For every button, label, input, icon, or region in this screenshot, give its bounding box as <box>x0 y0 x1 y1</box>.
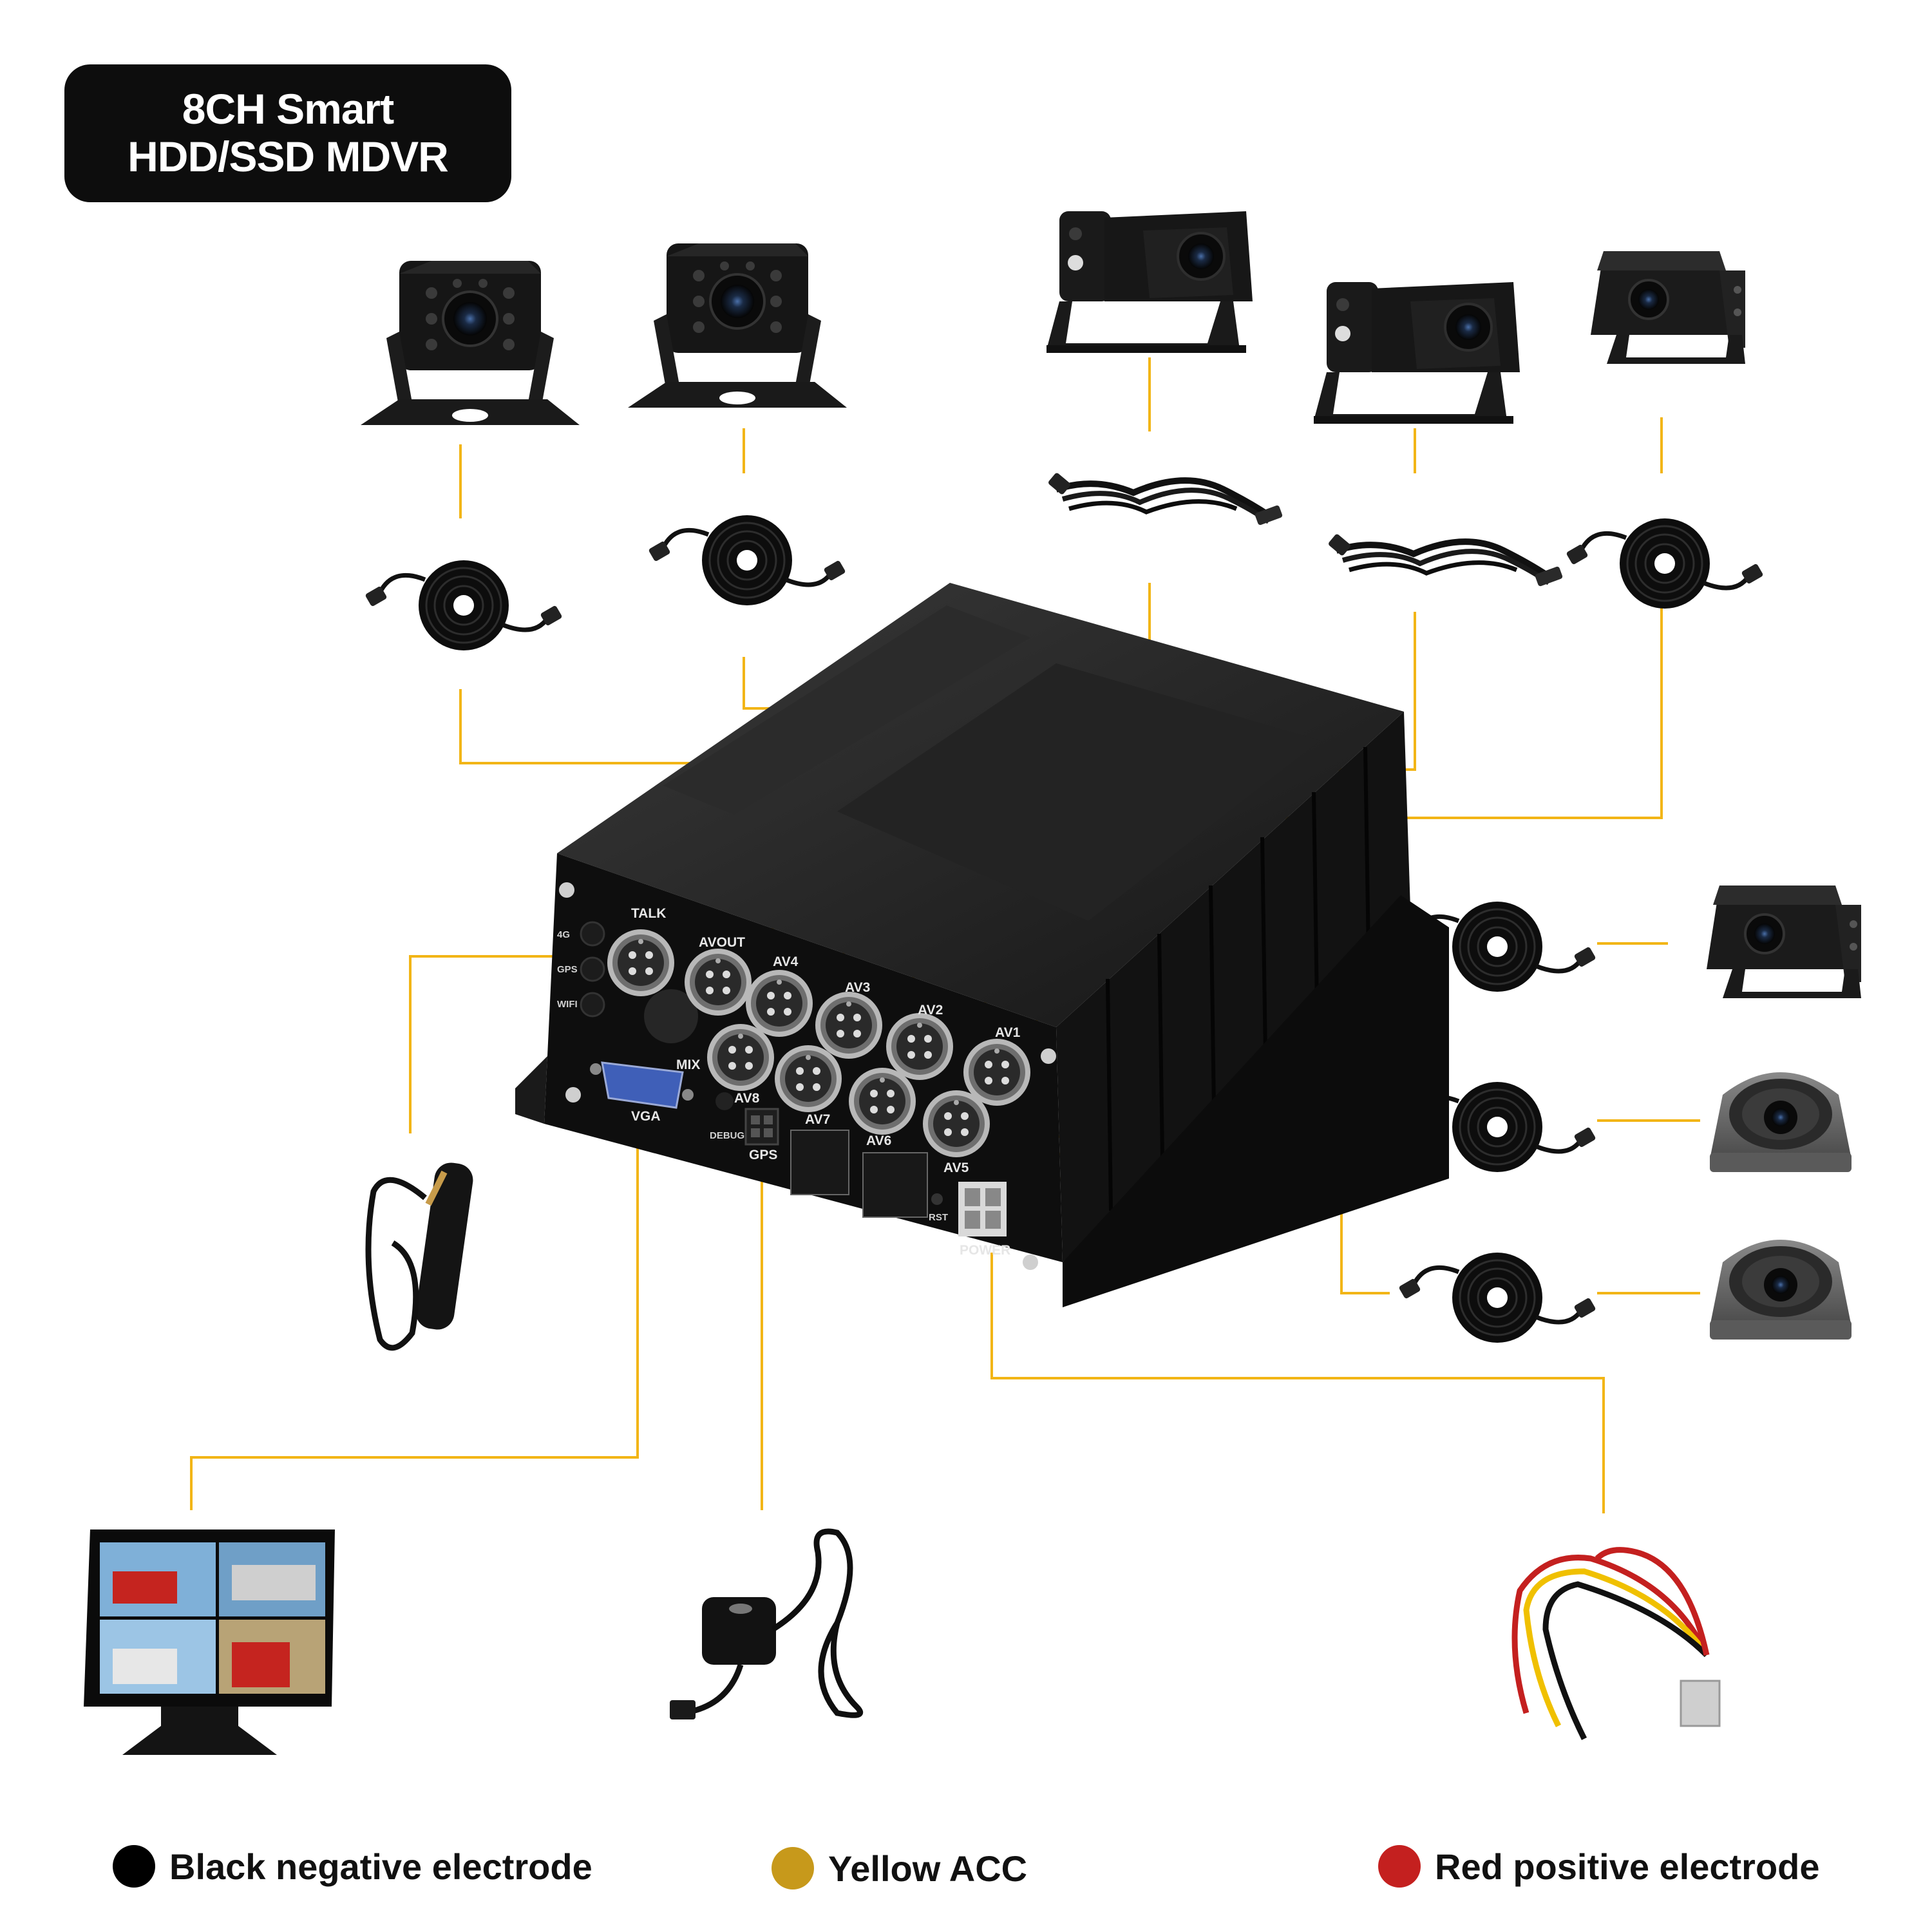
port-label-av7: AV7 <box>805 1112 830 1127</box>
port-label-gps: GPS <box>749 1148 777 1162</box>
camera-cable-3 <box>1047 472 1283 526</box>
port-label-av2: AV2 <box>918 1003 943 1018</box>
rear-camera-2 <box>1705 884 1862 999</box>
gps-antenna <box>670 1528 864 1719</box>
port-label-av6: AV6 <box>866 1133 891 1148</box>
port-gps[interactable] <box>744 1108 779 1146</box>
port-label-talk: TALK <box>631 906 666 921</box>
camera-cable-5 <box>1566 518 1763 609</box>
led-label-4g: 4G <box>557 929 570 940</box>
port-av4[interactable] <box>746 970 813 1037</box>
legend-item-black: Black negative electrode <box>113 1845 592 1888</box>
port-label-mix: MIX <box>676 1057 700 1072</box>
ir-camera-1 <box>359 260 581 426</box>
port-label-av8: AV8 <box>734 1091 760 1106</box>
rear-camera-1 <box>1589 250 1747 365</box>
legend-dot-red <box>1378 1845 1421 1888</box>
port-av7[interactable] <box>775 1045 842 1112</box>
title-line-1: 8CH Smart <box>182 85 394 133</box>
power-harness <box>1511 1547 1721 1741</box>
legend-dot-yellow <box>772 1847 814 1889</box>
port-label-av1: AV1 <box>995 1025 1021 1040</box>
port-label-debug: DEBUG <box>710 1130 744 1141</box>
dome-camera-2 <box>1710 1240 1852 1340</box>
port-talk[interactable] <box>607 929 674 996</box>
legend-label-red: Red positive electrode <box>1435 1846 1820 1887</box>
port-av2[interactable] <box>886 1013 953 1080</box>
port-label-rst: RST <box>929 1212 948 1223</box>
camera-cable-1 <box>365 560 562 650</box>
legend-label-yellow: Yellow ACC <box>828 1848 1028 1889</box>
monitor <box>84 1530 335 1755</box>
port-label-av3: AV3 <box>845 980 870 995</box>
io-block-1[interactable] <box>790 1130 849 1195</box>
port-power[interactable] <box>958 1182 1007 1236</box>
port-avout[interactable] <box>685 949 752 1016</box>
camera-cable-2 <box>648 515 846 605</box>
led-label-gps: GPS <box>557 964 578 975</box>
dome-camera-1 <box>1710 1072 1852 1172</box>
title-line-2: HDD/SSD MDVR <box>128 133 449 180</box>
port-label-avout: AVOUT <box>699 935 745 950</box>
port-label-vga: VGA <box>631 1109 661 1124</box>
port-av3[interactable] <box>815 992 882 1059</box>
legend-dot-black <box>113 1845 155 1888</box>
port-av8[interactable] <box>707 1024 774 1091</box>
led-label-wifi: WIFI <box>557 999 578 1010</box>
side-camera-1 <box>1045 210 1254 354</box>
side-camera-2 <box>1312 281 1521 425</box>
4g-antenna <box>365 1162 473 1351</box>
io-block-2[interactable] <box>862 1152 928 1218</box>
port-av6[interactable] <box>849 1068 916 1135</box>
legend-item-red: Red positive electrode <box>1378 1845 1820 1888</box>
title-badge: 8CH Smart HDD/SSD MDVR <box>64 64 511 202</box>
legend-item-yellow: Yellow ACC <box>772 1847 1027 1889</box>
ir-camera-2 <box>627 242 848 409</box>
legend-label-black: Black negative electrode <box>169 1846 592 1887</box>
port-av5[interactable] <box>923 1090 990 1157</box>
mdvr-unit: 4G GPS WIFI MIX TALK AVOUT AV4 AV3 AV2 A… <box>515 583 1449 1307</box>
port-label-av5: AV5 <box>943 1160 969 1175</box>
camera-cable-8 <box>1398 1253 1596 1343</box>
port-label-power: POWER <box>960 1243 1010 1258</box>
port-vga[interactable] <box>590 1061 694 1109</box>
port-label-av4: AV4 <box>773 954 799 969</box>
camera-cable-4 <box>1327 533 1563 587</box>
